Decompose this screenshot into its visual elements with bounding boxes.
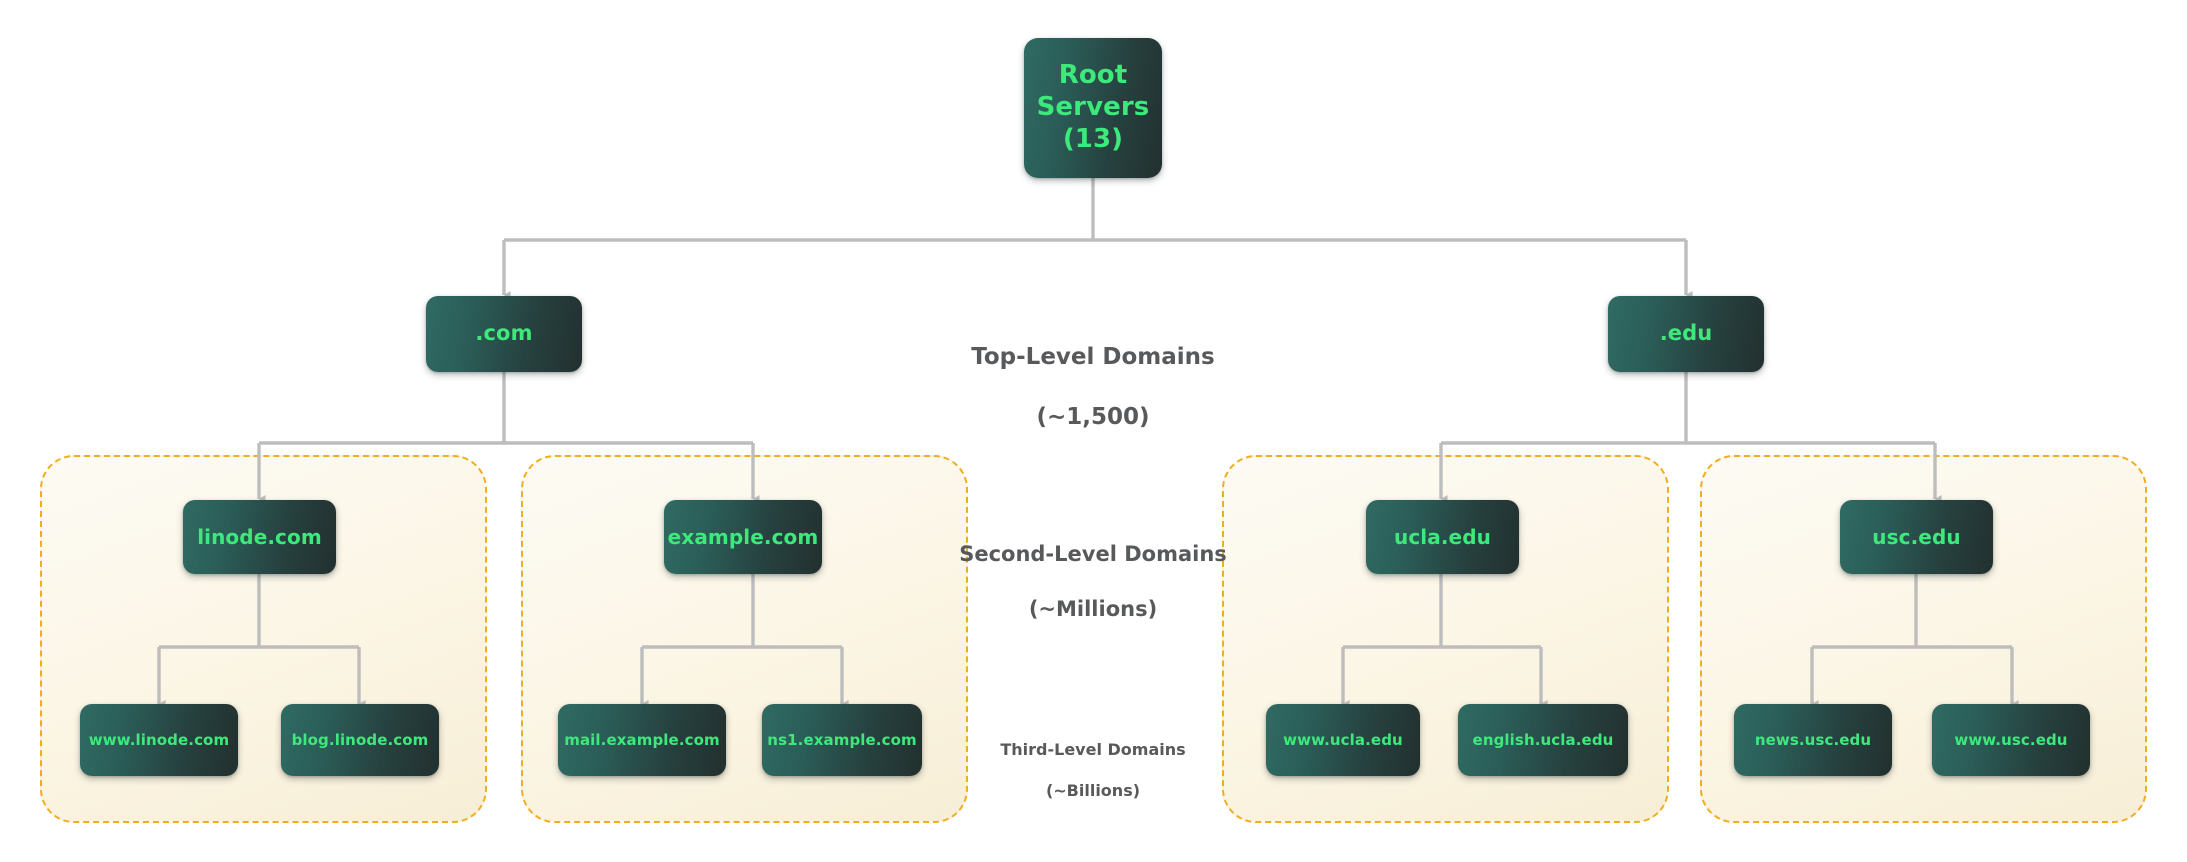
- node-third-level-news-usc-edu[interactable]: news.usc.edu: [1734, 704, 1892, 776]
- root-label-line3: (13): [1062, 123, 1124, 154]
- caption-line2: (~Millions): [1028, 596, 1158, 621]
- level-caption-second-level-domains: Second-Level Domains (~Millions): [913, 514, 1273, 650]
- caption-line1: Third-Level Domains: [1000, 739, 1186, 759]
- node-label: ucla.edu: [1394, 524, 1491, 549]
- node-root-servers[interactable]: Root Servers (13): [1024, 38, 1162, 178]
- level-caption-top-level-domains: Top-Level Domains (~1,500): [873, 313, 1313, 462]
- node-second-level-ucla-edu[interactable]: ucla.edu: [1366, 500, 1519, 574]
- node-label: www.usc.edu: [1954, 730, 2068, 749]
- node-label: .edu: [1659, 321, 1713, 346]
- node-label: .com: [475, 321, 533, 346]
- node-label: linode.com: [197, 524, 322, 549]
- caption-line1: Top-Level Domains: [971, 343, 1215, 370]
- caption-line1: Second-Level Domains: [959, 542, 1227, 567]
- node-label: usc.edu: [1872, 524, 1961, 549]
- node-third-level-blog-linode-com[interactable]: blog.linode.com: [281, 704, 439, 776]
- node-label: mail.example.com: [564, 730, 720, 749]
- node-label: www.ucla.edu: [1283, 730, 1403, 749]
- node-third-level-www-usc-edu[interactable]: www.usc.edu: [1932, 704, 2090, 776]
- root-label-line2: Servers: [1036, 92, 1150, 123]
- caption-line2: (~Billions): [1045, 781, 1141, 801]
- node-second-level-example-com[interactable]: example.com: [664, 500, 822, 574]
- node-third-level-mail-example-com[interactable]: mail.example.com: [558, 704, 726, 776]
- node-third-level-ns1-example-com[interactable]: ns1.example.com: [762, 704, 922, 776]
- node-label: english.ucla.edu: [1472, 730, 1614, 749]
- node-label: ns1.example.com: [767, 730, 917, 749]
- node-second-level-usc-edu[interactable]: usc.edu: [1840, 500, 1993, 574]
- node-label: example.com: [667, 524, 819, 549]
- node-third-level-english-ucla-edu[interactable]: english.ucla.edu: [1458, 704, 1628, 776]
- node-tld-com[interactable]: .com: [426, 296, 582, 372]
- node-third-level-www-ucla-edu[interactable]: www.ucla.edu: [1266, 704, 1420, 776]
- node-label: news.usc.edu: [1754, 730, 1872, 749]
- node-third-level-www-linode-com[interactable]: www.linode.com: [80, 704, 238, 776]
- level-caption-third-level-domains: Third-Level Domains (~Billions): [943, 719, 1243, 823]
- node-label: www.linode.com: [88, 730, 230, 749]
- root-label-line1: Root: [1058, 60, 1128, 91]
- node-label: blog.linode.com: [291, 730, 429, 749]
- caption-line2: (~1,500): [1036, 403, 1150, 430]
- node-tld-edu[interactable]: .edu: [1608, 296, 1764, 372]
- node-second-level-linode-com[interactable]: linode.com: [183, 500, 336, 574]
